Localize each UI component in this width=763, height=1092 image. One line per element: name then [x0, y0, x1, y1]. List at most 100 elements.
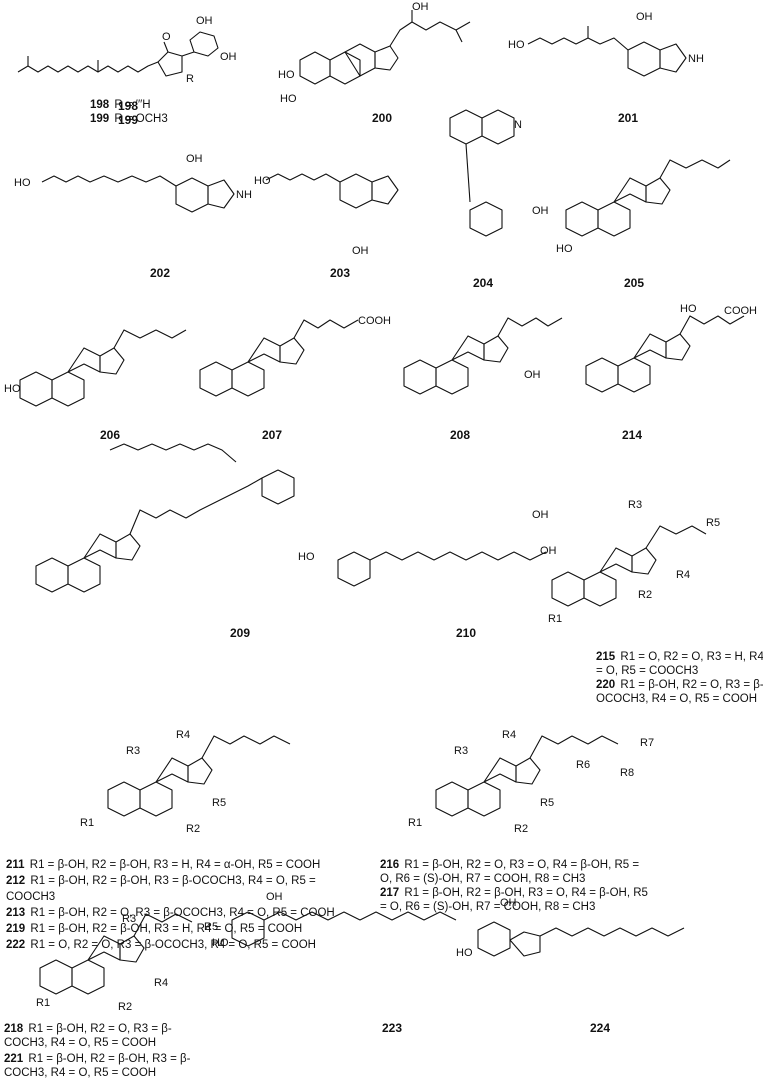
atom-r7: R7 [640, 737, 654, 749]
compound-number-205: 205 [624, 276, 644, 290]
atom-ho: HO [456, 947, 473, 959]
compound-number-207: 207 [262, 428, 282, 442]
atom-oh: OH [352, 245, 369, 257]
caption-213: 213 R1 = β-OH, R2 = O, R3 = β-OCOCH3, R4… [6, 907, 335, 919]
atom-oh: OH [266, 891, 283, 903]
atom-r4: R4 [502, 729, 516, 741]
atom-oh: OH [186, 153, 203, 165]
atom-oh: OH [636, 11, 653, 23]
compound-number-224: 224 [590, 1021, 610, 1035]
atom-r5: R5 [706, 517, 720, 529]
caption-219: 219 R1 = β-OH, R2 = β-OH, R3 = H, R4 = O… [6, 923, 303, 935]
structure-214 [585, 315, 745, 393]
compound-number-214: 214 [622, 428, 642, 442]
structure-218-221 [39, 913, 193, 995]
structure-198-199 [17, 31, 219, 77]
caption-198: 198 R = ′′′H [90, 99, 151, 111]
caption-212-cont: COOCH3 [6, 891, 56, 903]
structure-211-222 [107, 735, 291, 817]
caption-199: 199 R = OCH3 [90, 113, 168, 125]
compound-number-200: 200 [372, 111, 392, 125]
atom-r2: R2 [514, 823, 528, 835]
atom-oh: OH [532, 509, 549, 521]
structure-200 [299, 10, 471, 85]
atom-r5: R5 [540, 797, 554, 809]
caption-220: 220 R1 = β-OH, R2 = O, R3 = β- [596, 679, 763, 691]
atom-r: R [186, 73, 194, 85]
caption-215: 215 R1 = O, R2 = O, R3 = H, R4 [596, 651, 763, 663]
atom-r2: R2 [118, 1001, 132, 1013]
caption-216-cont: O, R6 = (S)-OH, R7 = COOH, R8 = CH3 [380, 873, 586, 885]
atom-r4: R4 [154, 977, 168, 989]
structure-216-217 [435, 735, 619, 817]
atom-ho: HO [4, 383, 21, 395]
atom-r2: R2 [186, 823, 200, 835]
atom-ho: HO [14, 177, 31, 189]
compound-number-209: 209 [230, 626, 250, 640]
atom-r1: R1 [408, 817, 422, 829]
atom-ho: HO [556, 243, 573, 255]
structure-202 [41, 175, 235, 213]
atom-ho: HO [280, 93, 297, 105]
atom-r4: R4 [176, 729, 190, 741]
atom-r3: R3 [454, 745, 468, 757]
atom-o: O [162, 31, 171, 43]
atom-ho: HO [680, 303, 697, 315]
atom-ho: HO [212, 937, 229, 949]
compound-number-199: 199 [118, 113, 138, 127]
structure-205 [565, 159, 731, 237]
compound-number-223: 223 [382, 1021, 402, 1035]
atom-nh: NH [236, 189, 252, 201]
caption-216: 216 R1 = β-OH, R2 = O, R3 = O, R4 = β-OH… [380, 859, 640, 871]
structure-210 [337, 551, 547, 587]
structure-203 [265, 173, 399, 209]
atom-cooh: COOH [358, 315, 391, 327]
atom-nh: NH [688, 53, 704, 65]
atom-r1: R1 [80, 817, 94, 829]
atom-oh: OH [196, 15, 213, 27]
caption-215-cont: = O, R5 = COOCH3 [596, 665, 699, 677]
compound-number-198: 198 [118, 99, 138, 113]
atom-oh: OH [540, 545, 557, 557]
structure-204 [449, 109, 515, 237]
atom-oh: OH [412, 1, 429, 13]
atom-r2: R2 [638, 589, 652, 601]
compound-number-202: 202 [150, 266, 170, 280]
atom-r3: R3 [126, 745, 140, 757]
caption-221: 221 R1 = β-OH, R2 = β-OH, R3 = β- [4, 1053, 191, 1065]
caption-217-cont: = O, R6 = (S)-OH, R7 = COOH, R8 = CH3 [380, 901, 596, 913]
compound-number-203: 203 [330, 266, 350, 280]
atom-r4: R4 [676, 569, 690, 581]
structure-215-220 [551, 525, 707, 607]
compound-number-208: 208 [450, 428, 470, 442]
atom-r1: R1 [36, 997, 50, 1009]
compound-number-206: 206 [100, 428, 120, 442]
caption-212: 212 R1 = β-OH, R2 = β-OH, R3 = β-OCOCH3,… [6, 875, 316, 887]
caption-221-cont: COCH3, R4 = O, R5 = COOH [4, 1067, 157, 1079]
atom-r3: R3 [628, 499, 642, 511]
caption-218-cont: COCH3, R4 = O, R5 = COOH [4, 1037, 157, 1049]
compound-number-201: 201 [618, 111, 638, 125]
atom-r1: R1 [548, 613, 562, 625]
atom-ho: HO [278, 69, 295, 81]
structure-207 [199, 319, 359, 397]
atom-oh: OH [532, 205, 549, 217]
compound-number-204: 204 [473, 276, 493, 290]
structure-208 [403, 317, 563, 395]
structure-224 [477, 921, 685, 957]
atom-r5: R5 [212, 797, 226, 809]
caption-220-cont: OCOCH3, R4 = O, R5 = COOH [596, 693, 758, 705]
compound-number-210: 210 [456, 626, 476, 640]
caption-218: 218 R1 = β-OH, R2 = O, R3 = β- [4, 1023, 172, 1035]
atom-oh: OH [220, 51, 237, 63]
caption-222: 222 R1 = O, R2 = O, R3 = β-OCOCH3, R4 = … [6, 939, 316, 951]
atom-ho: HO [508, 39, 525, 51]
atom-n: N [514, 119, 522, 131]
atom-oh: OH [524, 369, 541, 381]
caption-217: 217 R1 = β-OH, R2 = β-OH, R3 = O, R4 = β… [380, 887, 648, 899]
structure-209 [35, 443, 295, 593]
structure-201 [527, 26, 687, 77]
structure-206 [19, 329, 187, 407]
atom-cooh: COOH [724, 305, 757, 317]
